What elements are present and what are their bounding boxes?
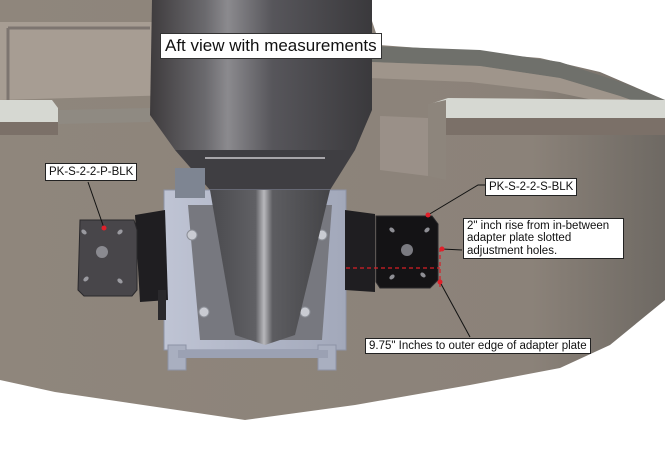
leader-lines bbox=[87, 181, 485, 338]
rise-measurement-note: 2" inch rise from in-between adapter pla… bbox=[463, 218, 624, 260]
port-bracket-label: PK-S-2-2-P-BLK bbox=[45, 163, 138, 182]
outer-edge-measurement-note: 9.75" Inches to outer edge of adapter pl… bbox=[365, 338, 591, 355]
port-adapter-bracket bbox=[77, 210, 168, 320]
starboard-adapter-bracket bbox=[345, 210, 439, 292]
red-markers bbox=[101, 212, 445, 285]
lower-shaft bbox=[210, 190, 330, 345]
diagram-title: Aft view with measurements bbox=[160, 33, 382, 59]
starboard-bracket-label: PK-S-2-2-S-BLK bbox=[485, 178, 578, 197]
